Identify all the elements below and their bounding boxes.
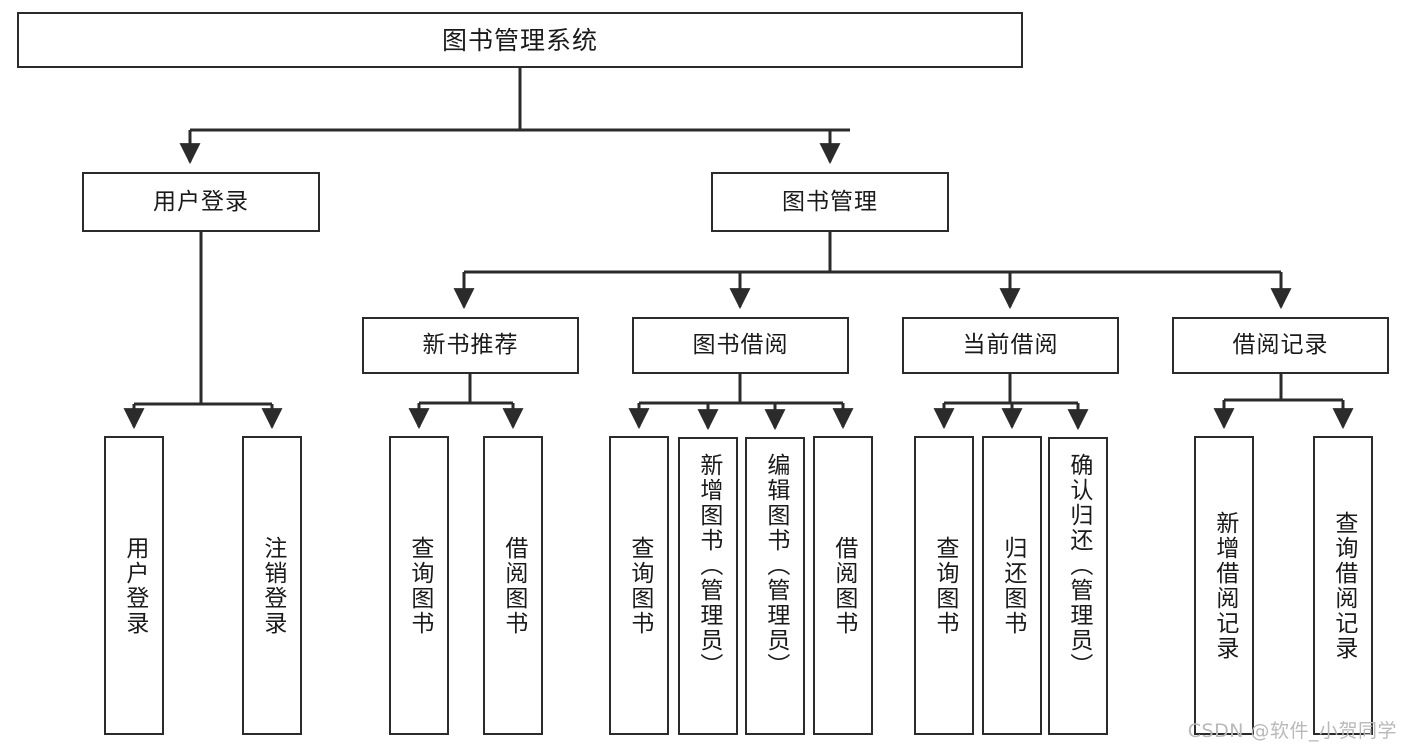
node-leaf-borrow-book-1[interactable]: 借阅图书: [483, 436, 543, 735]
node-label: 归还图书: [999, 535, 1026, 636]
node-label: 当前借阅: [962, 332, 1059, 358]
node-book-borrow[interactable]: 图书借阅: [632, 317, 849, 374]
node-label: 借阅图书: [500, 535, 527, 636]
node-leaf-query-record[interactable]: 查询借阅记录: [1313, 436, 1373, 735]
node-leaf-add-book[interactable]: 新增图书（管理员）: [678, 437, 738, 735]
node-book-manage[interactable]: 图书管理: [711, 172, 949, 232]
node-label: 编辑图书（管理员）: [762, 453, 789, 678]
node-label: 图书管理: [782, 188, 878, 215]
node-label: 借阅记录: [1232, 332, 1329, 358]
node-leaf-add-record[interactable]: 新增借阅记录: [1194, 436, 1254, 735]
node-root[interactable]: 图书管理系统: [17, 12, 1023, 68]
node-leaf-confirm-return[interactable]: 确认归还（管理员）: [1048, 437, 1108, 735]
node-leaf-logout[interactable]: 注销登录: [242, 436, 302, 735]
node-label: 新增图书（管理员）: [695, 453, 722, 678]
node-label: 图书管理系统: [441, 25, 598, 55]
node-label: 用户登录: [153, 188, 249, 215]
node-leaf-user-login[interactable]: 用户登录: [104, 436, 164, 735]
node-label: 注销登录: [259, 535, 286, 636]
node-leaf-query-book-1[interactable]: 查询图书: [389, 436, 449, 735]
node-leaf-borrow-book-2[interactable]: 借阅图书: [813, 436, 873, 735]
node-label: 新增借阅记录: [1211, 510, 1238, 661]
node-label: 借阅图书: [830, 535, 857, 636]
node-borrow-record[interactable]: 借阅记录: [1172, 317, 1389, 374]
node-label: 图书借阅: [692, 332, 789, 358]
node-label: 查询图书: [626, 535, 653, 636]
node-label: 新书推荐: [422, 332, 519, 358]
node-leaf-query-book-2[interactable]: 查询图书: [609, 436, 669, 735]
node-label: 查询图书: [931, 535, 958, 636]
node-leaf-edit-book[interactable]: 编辑图书（管理员）: [745, 437, 805, 735]
node-leaf-return-book[interactable]: 归还图书: [982, 436, 1042, 735]
node-label: 查询图书: [406, 535, 433, 636]
watermark-text: CSDN @软件_小贺同学: [1187, 720, 1397, 742]
node-label: 查询借阅记录: [1330, 510, 1357, 661]
node-new-book-recommend[interactable]: 新书推荐: [362, 317, 579, 374]
node-label: 确认归还（管理员）: [1065, 453, 1092, 678]
node-label: 用户登录: [121, 535, 148, 636]
node-current-borrow[interactable]: 当前借阅: [902, 317, 1119, 374]
node-user-login[interactable]: 用户登录: [82, 172, 320, 232]
node-leaf-query-book-3[interactable]: 查询图书: [914, 436, 974, 735]
